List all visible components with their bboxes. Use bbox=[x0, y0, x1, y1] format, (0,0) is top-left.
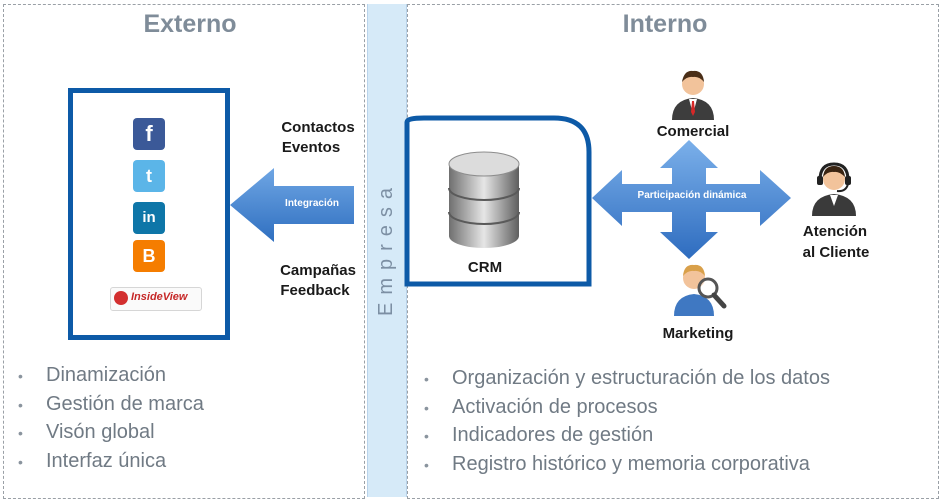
list-item: • Indicadores de gestión bbox=[424, 421, 830, 450]
bullet-text: Dinamización bbox=[46, 364, 167, 386]
externo-bullet-list: • Dinamización • Gestión de marca • Visón g… bbox=[18, 361, 204, 475]
atencion-label-line2: al Cliente bbox=[802, 244, 870, 261]
linkedin-icon: in bbox=[133, 202, 165, 234]
externo-title: Externo bbox=[143, 10, 237, 38]
label-contactos: Contactos bbox=[281, 119, 355, 136]
bullet-dot-icon: • bbox=[18, 396, 23, 413]
bullet-dot-icon: • bbox=[424, 371, 429, 387]
list-item: • Dinamización bbox=[18, 361, 204, 390]
bullet-dot-icon: • bbox=[18, 368, 23, 384]
bullet-text: Activación de procesos bbox=[452, 395, 658, 418]
twitter-icon: t bbox=[133, 160, 165, 192]
bullet-text: Interfaz única bbox=[46, 449, 167, 472]
comercial-label: Comercial bbox=[656, 123, 730, 140]
participation-arrow bbox=[592, 140, 791, 259]
bullet-dot-icon: • bbox=[424, 456, 429, 473]
bullet-dot-icon: • bbox=[424, 399, 429, 416]
database-icon bbox=[448, 151, 520, 248]
empresa-band bbox=[367, 4, 407, 497]
list-item: • Organización y estructuración de los da… bbox=[424, 364, 830, 393]
marketing-label: Marketing bbox=[662, 325, 734, 342]
list-item: • Interfaz única bbox=[18, 447, 204, 476]
label-campanas: Campañas bbox=[280, 262, 356, 279]
insideview-text: InsideView bbox=[131, 291, 188, 303]
label-feedback: Feedback bbox=[280, 282, 350, 299]
marketing-person-icon bbox=[674, 264, 727, 316]
integration-arrow-label: Integración bbox=[285, 198, 339, 209]
list-item: • Visón global bbox=[18, 418, 204, 447]
insideview-mark-icon bbox=[114, 291, 128, 305]
crm-label: CRM bbox=[467, 259, 503, 276]
support-agent-icon bbox=[812, 162, 856, 216]
integration-arrow bbox=[230, 168, 354, 242]
atencion-label-line1: Atención bbox=[802, 223, 868, 240]
insideview-logo: InsideView bbox=[110, 287, 202, 311]
interno-bullet-list: • Organización y estructuración de los da… bbox=[424, 364, 830, 478]
label-eventos: Eventos bbox=[281, 139, 341, 156]
list-item: • Activación de procesos bbox=[424, 393, 830, 422]
participation-arrow-label: Participación dinámica bbox=[637, 190, 747, 201]
bullet-dot-icon: • bbox=[18, 453, 23, 470]
bullet-dot-icon: • bbox=[424, 428, 429, 444]
list-item: • Gestión de marca bbox=[18, 390, 204, 419]
bullet-dot-icon: • bbox=[18, 425, 23, 441]
bullet-text: Organización y estructuración de los dat… bbox=[452, 367, 830, 389]
list-item: • Registro histórico y memoria corporativ… bbox=[424, 450, 830, 479]
bullet-text: Registro histórico y memoria corporativa bbox=[452, 452, 810, 475]
bullet-text: Visón global bbox=[46, 421, 155, 443]
bullet-text: Indicadores de gestión bbox=[452, 424, 654, 446]
bullet-text: Gestión de marca bbox=[46, 392, 204, 415]
empresa-label: Empresa bbox=[375, 179, 397, 317]
comercial-person-icon bbox=[672, 70, 714, 120]
interno-title: Interno bbox=[622, 10, 708, 38]
facebook-icon: f bbox=[133, 118, 165, 150]
blogger-icon: B bbox=[133, 240, 165, 272]
